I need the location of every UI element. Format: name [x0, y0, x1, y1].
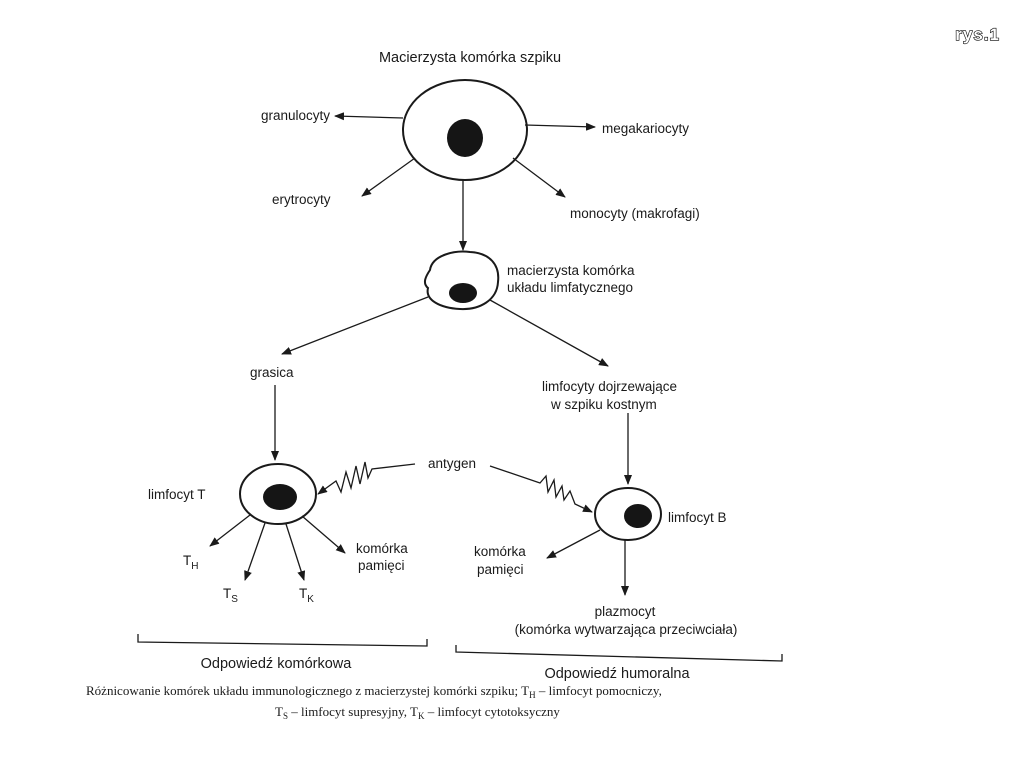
- bracket-cellular: [137, 634, 428, 647]
- bracket-humoral: [455, 645, 783, 662]
- arrow-t-k: [285, 523, 306, 581]
- caption-line-1: Różnicowanie komórek układu immunologicz…: [86, 683, 662, 700]
- arrow-t-s: [244, 522, 266, 581]
- granulocytes-label: granulocyty: [261, 108, 330, 123]
- humoral-response-label: Odpowiedź humoralna: [544, 666, 690, 682]
- bone-marrow-label-1: limfocyty dojrzewające: [542, 379, 677, 394]
- t-s-label: TS: [223, 586, 238, 605]
- arrow-megakaryocytes: [524, 122, 596, 131]
- t-memory-label-2: pamięci: [358, 558, 405, 573]
- arrow-bone-marrow: [489, 299, 609, 367]
- b-memory-label-1: komórka: [474, 544, 526, 559]
- t-h-label: TH: [183, 553, 198, 572]
- t-cell-label: limfocyt T: [148, 487, 206, 502]
- plasma-label-1: plazmocyt: [595, 604, 656, 619]
- t-cell-nucleus: [263, 484, 297, 510]
- lymph-stem-label-1: macierzysta komórka: [507, 263, 635, 278]
- megakaryocytes-label: megakariocyty: [602, 121, 689, 136]
- erythrocytes-label: erytrocyty: [272, 192, 331, 207]
- b-cell-nucleus: [624, 504, 652, 528]
- arrow-thymus: [281, 296, 429, 355]
- cellular-response-label: Odpowiedź komórkowa: [201, 656, 353, 672]
- antigen-label: antygen: [428, 456, 476, 471]
- b-cell-label: limfocyt B: [668, 510, 727, 525]
- arrow-monocytes: [512, 157, 566, 198]
- b-memory-label-2: pamięci: [477, 562, 524, 577]
- arrow-b-memory: [546, 529, 601, 559]
- monocytes-label: monocyty (makrofagi): [570, 206, 700, 221]
- antigen-arrow-t: [317, 461, 416, 495]
- arrow-t-memory: [301, 515, 346, 554]
- arrow-erythrocytes: [361, 157, 416, 197]
- bone-marrow-label-2: w szpiku kostnym: [550, 397, 657, 412]
- thymus-label: grasica: [250, 365, 294, 380]
- arrow-granulocytes: [334, 112, 404, 121]
- figure-label: rys.1: [955, 25, 1000, 44]
- stem-cell-nucleus: [447, 119, 483, 157]
- stem-cell-label: Macierzysta komórka szpiku: [379, 50, 561, 66]
- lymphoid-stem-cell-nucleus: [449, 283, 477, 303]
- t-k-label: TK: [299, 586, 314, 605]
- lymphoid-stem-cell: [423, 250, 500, 311]
- lymph-stem-label-2: układu limfatycznego: [507, 280, 633, 295]
- plasma-label-2: (komórka wytwarzająca przeciwciała): [515, 622, 738, 637]
- arrow-t-h: [209, 514, 251, 547]
- t-memory-label-1: komórka: [356, 541, 408, 556]
- antigen-arrow-b: [489, 465, 593, 513]
- caption-line-2: TS – limfocyt supresyjny, TK – limfocyt …: [275, 704, 560, 721]
